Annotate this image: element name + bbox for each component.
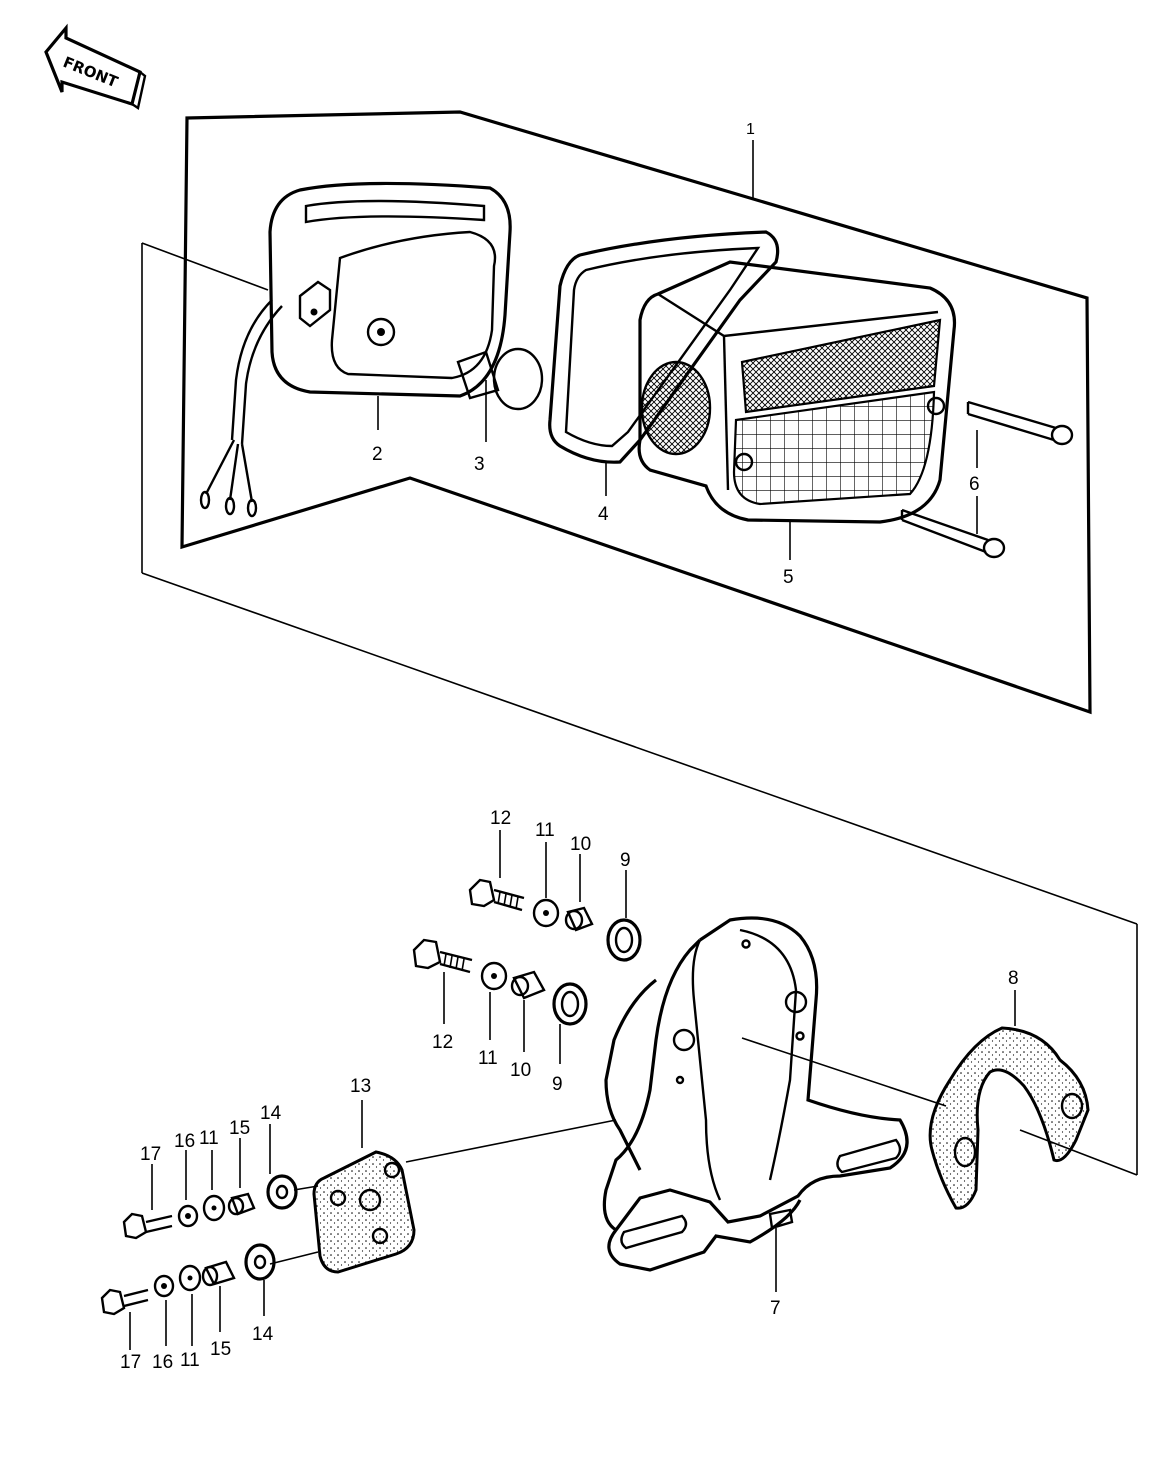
top-reflector-strip: [740, 318, 942, 414]
callout-6: 6: [969, 474, 980, 495]
lens-grid: [732, 390, 936, 506]
tail-light-assembly-frame: [180, 110, 1092, 715]
callout-15a: 15: [229, 1118, 250, 1139]
callout-12b: 12: [432, 1032, 453, 1053]
callout-17a: 17: [140, 1144, 161, 1165]
callout-14b: 14: [252, 1324, 274, 1345]
lower-leader-lines: [269, 1037, 947, 1265]
callout-13: 13: [350, 1076, 371, 1097]
callout-15b: 15: [210, 1339, 231, 1360]
middle-fastener-row: 12 11 10 9: [412, 938, 588, 1095]
callout-12a: 12: [490, 808, 511, 829]
callout-4: 4: [598, 504, 609, 525]
side-reflector: [640, 360, 712, 456]
callout-9a: 9: [620, 850, 631, 871]
callout-14a: 14: [260, 1103, 282, 1124]
bulb: 3: [456, 347, 544, 475]
callout-1-group: 1: [746, 121, 755, 198]
license-bracket: 7: [602, 916, 909, 1319]
callout-5: 5: [783, 567, 794, 588]
callout-11a: 11: [535, 820, 555, 841]
left-lower-fastener-row: 17 16 11 15 14: [100, 1243, 276, 1373]
callout-9b: 9: [552, 1074, 563, 1095]
outer-leader-lines: [141, 242, 1138, 1176]
callout-11d: 11: [180, 1350, 200, 1371]
lamp-base: 2: [199, 181, 512, 518]
callout-11b: 11: [478, 1048, 498, 1069]
callout-10a: 10: [570, 834, 591, 855]
callout-8: 8: [1008, 968, 1019, 989]
left-upper-fastener-row: 17 16 11 15 14: [122, 1103, 298, 1240]
rubber-plate: 13: [312, 1076, 416, 1274]
lens: 5: [637, 260, 957, 588]
lens-screws: 6: [900, 400, 1074, 559]
callout-16a: 16: [174, 1131, 195, 1152]
callout-3: 3: [474, 454, 485, 475]
front-arrow: FRONT: [44, 23, 147, 110]
callout-11c: 11: [199, 1128, 219, 1149]
callout-17b: 17: [120, 1352, 141, 1373]
callout-10b: 10: [510, 1060, 531, 1081]
gasket: 4: [548, 230, 780, 525]
callout-2: 2: [372, 444, 383, 465]
mounting-plate: 8: [928, 968, 1090, 1210]
callout-7: 7: [770, 1298, 781, 1319]
callout-1: 1: [746, 121, 755, 138]
upper-fastener-row: 12 11 10 9: [468, 808, 642, 962]
callout-16b: 16: [152, 1352, 173, 1373]
